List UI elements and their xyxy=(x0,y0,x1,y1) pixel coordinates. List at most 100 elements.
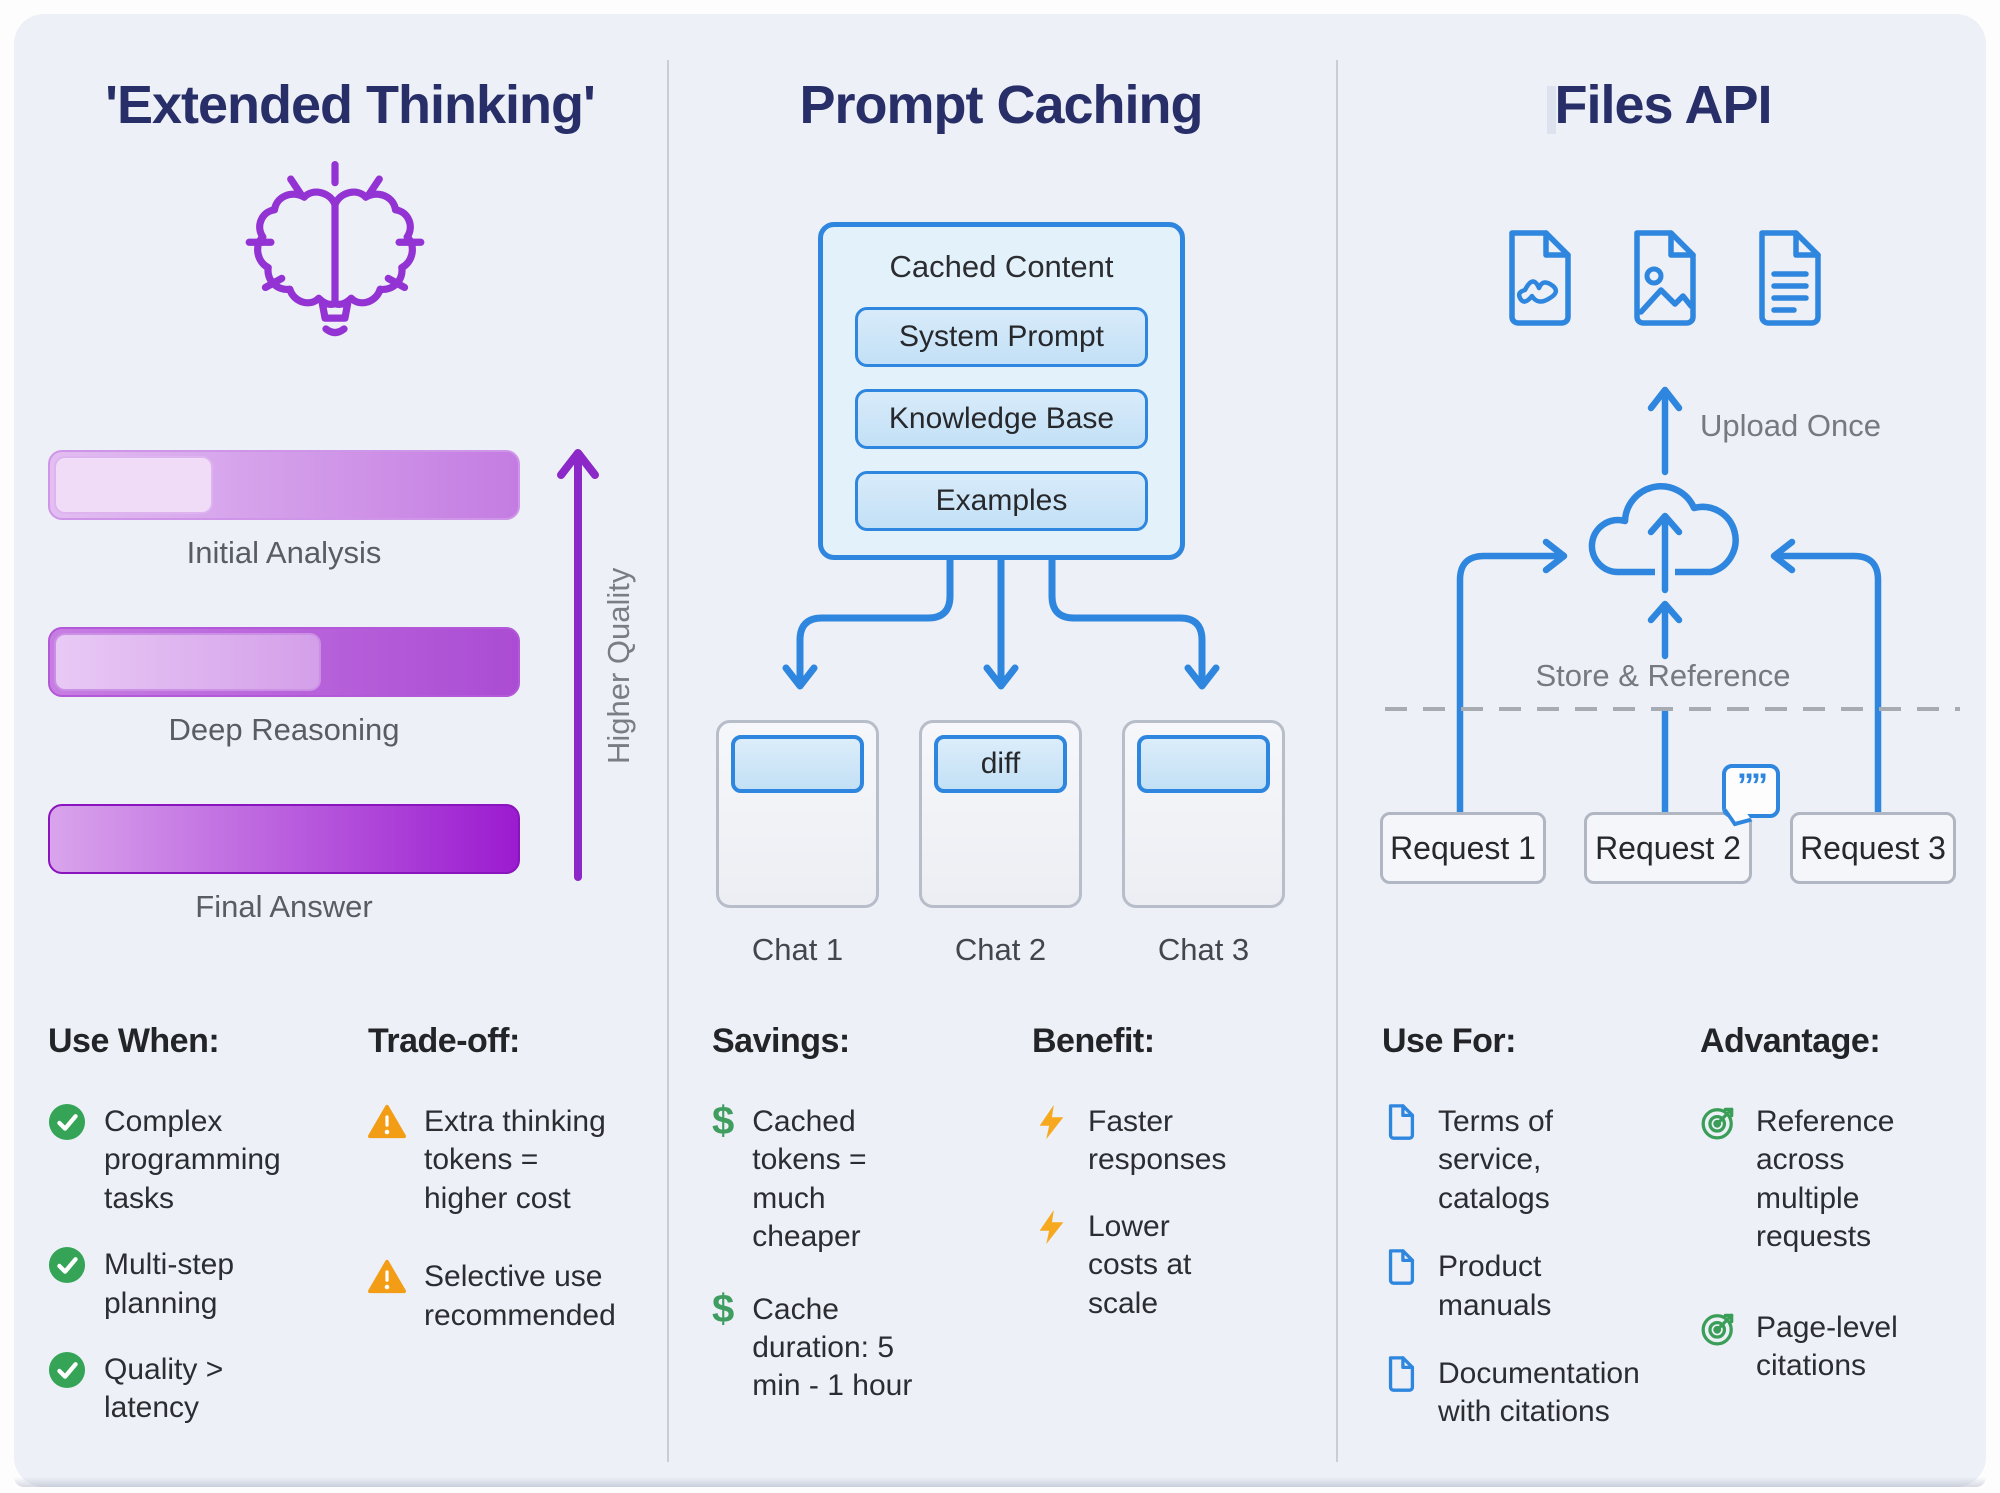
column-divider-2 xyxy=(1336,60,1338,1462)
request-1-box: Request 1 xyxy=(1380,812,1546,884)
pdf-file-icon xyxy=(1509,230,1571,326)
item-text: Lower costs at scale xyxy=(1088,1209,1192,1320)
warning-icon xyxy=(368,1104,406,1139)
use-when-heading: Use When: xyxy=(48,1022,220,1060)
advantage-panel: Advantage: Reference across multiple req… xyxy=(1700,1022,1922,1413)
document-icon xyxy=(1388,1356,1415,1392)
chat-header xyxy=(1137,735,1270,793)
check-icon xyxy=(48,1351,86,1389)
store-reference-label: Store & Reference xyxy=(1535,658,1791,693)
item-text: Product manuals xyxy=(1438,1250,1552,1322)
list-item: $ Cache duration: 5 min - 1 hour xyxy=(712,1286,930,1406)
check-icon xyxy=(48,1247,86,1284)
item-text: Cache duration: 5 min - 1 hour xyxy=(752,1292,913,1403)
image-file-icon xyxy=(1634,230,1696,326)
cache-branch-arrows xyxy=(782,556,1220,690)
list-item: Complex programming tasks xyxy=(48,1103,281,1218)
target-icon xyxy=(1701,1313,1734,1346)
chat-label-3: Chat 3 xyxy=(1157,932,1250,967)
list-item: Quality > latency xyxy=(48,1351,253,1428)
bar-group-initial-analysis: Initial Analysis xyxy=(48,450,520,571)
list-item: Extra thinking tokens = higher cost xyxy=(368,1103,620,1218)
advantage-heading: Advantage: xyxy=(1700,1022,1881,1060)
warning-icon xyxy=(368,1260,406,1294)
item-text: Documentation with citations xyxy=(1438,1356,1640,1429)
higher-quality-label: Higher Quality xyxy=(601,567,636,765)
cursor-artifact xyxy=(1547,86,1556,134)
progress-bar-deep-reasoning xyxy=(48,627,520,697)
cached-content-title: Cached Content xyxy=(889,249,1114,284)
chat-label-2: Chat 2 xyxy=(954,932,1047,967)
column-title-files-api: Files API xyxy=(1554,75,1772,135)
brain-idea-icon xyxy=(245,161,425,337)
item-text: Multi-step planning xyxy=(104,1248,235,1320)
item-text: Selective use recommended xyxy=(424,1260,616,1332)
upload-once-label: Upload Once xyxy=(1700,408,1881,443)
chat-label-1: Chat 1 xyxy=(751,932,844,967)
check-icon xyxy=(48,1103,86,1141)
progress-bar-final-answer xyxy=(48,804,520,874)
column-title-prompt-caching: Prompt Caching xyxy=(799,75,1203,135)
trade-off-heading: Trade-off: xyxy=(368,1022,520,1060)
bar-group-final-answer: Final Answer xyxy=(48,804,520,925)
dollar-icon: $ xyxy=(712,1099,735,1143)
request-flow-lines xyxy=(1456,538,1882,816)
higher-quality-arrow xyxy=(557,449,599,881)
list-item: Page-level citations xyxy=(1700,1309,1922,1386)
cache-layer-system-prompt: System Prompt xyxy=(855,307,1148,367)
item-text: Page-level citations xyxy=(1756,1310,1898,1382)
bar-group-deep-reasoning: Deep Reasoning xyxy=(48,627,520,748)
citation-quote-icon: ”” xyxy=(1722,764,1780,818)
savings-heading: Savings: xyxy=(712,1022,850,1060)
cached-content-box: Cached Content System Prompt Knowledge B… xyxy=(818,222,1185,560)
chat-header-diff: diff xyxy=(934,735,1067,793)
list-item: Faster responses xyxy=(1032,1103,1226,1180)
savings-panel: Savings: $ Cached tokens = much cheaper … xyxy=(712,1022,930,1434)
cache-layer-knowledge-base: Knowledge Base xyxy=(855,389,1148,449)
cache-layer-examples: Examples xyxy=(855,471,1148,531)
chat-header xyxy=(731,735,864,793)
document-icon xyxy=(1388,1104,1415,1140)
column-divider-1 xyxy=(667,60,669,1462)
lightning-icon xyxy=(1039,1104,1064,1140)
column-title-extended-thinking: 'Extended Thinking' xyxy=(105,75,596,135)
lightning-icon xyxy=(1039,1209,1064,1244)
use-when-panel: Use When: Complex programming tasks Mult… xyxy=(48,1022,281,1456)
target-icon xyxy=(1701,1107,1734,1140)
use-for-heading: Use For: xyxy=(1382,1022,1516,1060)
trade-off-panel: Trade-off: Extra thinking tokens = highe… xyxy=(368,1022,620,1363)
upload-once-arrow xyxy=(1647,386,1683,476)
progress-bar-segment xyxy=(54,456,214,514)
list-item: Multi-step planning xyxy=(48,1246,253,1323)
list-item: $ Cached tokens = much cheaper xyxy=(712,1099,930,1257)
bar-label: Final Answer xyxy=(195,889,373,924)
item-text: Quality > latency xyxy=(104,1352,224,1425)
list-item: Reference across multiple requests xyxy=(1700,1103,1922,1257)
list-item: Product manuals xyxy=(1382,1248,1616,1325)
use-for-panel: Use For: Terms of service, catalogs Prod… xyxy=(1382,1022,1640,1460)
item-text: Complex programming tasks xyxy=(104,1105,281,1215)
item-text: Terms of service, catalogs xyxy=(1438,1105,1554,1215)
request-3-box: Request 3 xyxy=(1790,812,1956,884)
dollar-icon: $ xyxy=(712,1286,735,1331)
bar-label: Initial Analysis xyxy=(186,535,382,570)
list-item: Documentation with citations xyxy=(1382,1355,1640,1432)
list-item: Selective use recommended xyxy=(368,1258,620,1335)
item-text: Reference across multiple requests xyxy=(1756,1105,1895,1254)
request-2-box: Request 2 xyxy=(1584,812,1752,884)
list-item: Lower costs at scale xyxy=(1032,1208,1210,1323)
dashed-separator xyxy=(1385,707,1960,711)
chat-card-2: diff xyxy=(919,720,1082,908)
benefit-panel: Benefit: Faster responses Lower costs at… xyxy=(1032,1022,1226,1351)
cloud-upload-icon xyxy=(1588,483,1739,600)
bar-label: Deep Reasoning xyxy=(168,712,400,747)
text-file-icon xyxy=(1759,230,1821,326)
progress-bar-initial-analysis xyxy=(48,450,520,520)
chat-card-1 xyxy=(716,720,879,908)
item-text: Extra thinking tokens = higher cost xyxy=(424,1105,606,1215)
progress-bar-segment xyxy=(54,633,321,691)
list-item: Terms of service, catalogs xyxy=(1382,1103,1616,1218)
chat-card-3 xyxy=(1122,720,1285,908)
benefit-heading: Benefit: xyxy=(1032,1022,1155,1060)
